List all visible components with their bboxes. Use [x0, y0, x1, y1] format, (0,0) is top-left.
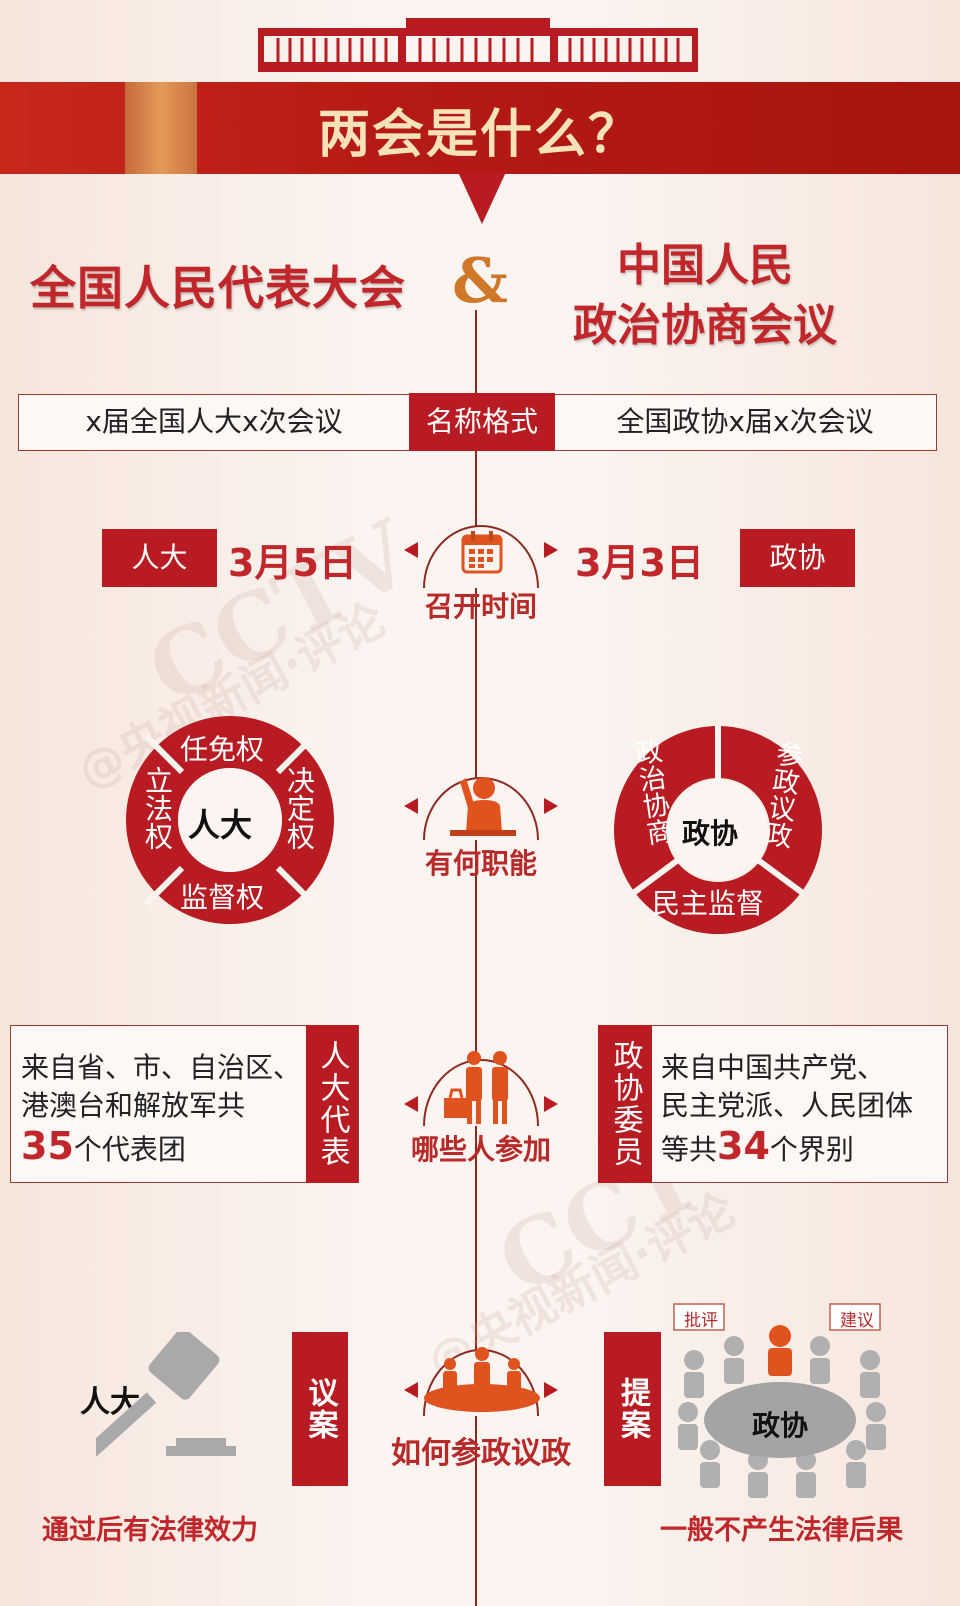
npc-delegation-count: 35	[21, 1124, 74, 1168]
meeting-time-label: 召开时间	[424, 590, 537, 623]
cppcc-title-line2: 政治协商会议	[573, 300, 837, 351]
cppcc-participants-box: 政协委员 来自中国共产党、 民主党派、人民团体 等共34个界别	[598, 1025, 948, 1183]
cppcc-participants-line2: 民主党派、人民团体	[661, 1089, 914, 1122]
center-divider	[475, 310, 477, 1606]
gavel-icon	[96, 1332, 236, 1458]
participation-label: 如何参政议政	[391, 1436, 571, 1471]
npc-participants-line2: 港澳台和解放军共	[21, 1089, 246, 1122]
cppcc-function-oversight: 民主监督	[652, 887, 765, 920]
great-hall-icon	[258, 18, 698, 72]
npc-participants-line1: 来自省、市、自治区、	[21, 1051, 302, 1084]
cppcc-ring-center: 政协	[682, 817, 739, 850]
npc-date: 3月5日	[228, 541, 357, 585]
cppcc-sectors-suffix: 个界别	[769, 1133, 854, 1166]
npc-function-legislation: 立法权	[141, 766, 174, 850]
npc-deputies-tag: 人大代表	[306, 1025, 358, 1183]
delegates-icon	[444, 1051, 508, 1124]
npc-function-decision: 决定权	[283, 766, 316, 850]
huabiao-pillar-decoration	[125, 82, 197, 174]
npc-motion-result: 通过后有法律效力	[42, 1515, 258, 1546]
participants-label: 哪些人参加	[410, 1133, 551, 1166]
npc-name-format: x届全国人大x次会议	[85, 405, 343, 438]
cppcc-participants-line3: 等共34个界别	[661, 1126, 854, 1170]
round-table-icon	[424, 1347, 540, 1412]
npc-functions-ring	[126, 716, 334, 924]
name-format-row: x届全国人大x次会议 名称格式 全国政协x届x次会议	[18, 393, 937, 451]
cppcc-sector-count: 34	[717, 1124, 770, 1168]
suggestion-bubble: 建议	[840, 1311, 874, 1331]
cppcc-title-line1: 中国人民	[617, 240, 793, 291]
criticism-bubble: 批评	[684, 1311, 718, 1331]
npc-function-supervision: 监督权	[180, 881, 265, 914]
cppcc-proposal-result: 一般不产生法律后果	[660, 1515, 903, 1546]
cppcc-functions-ring	[614, 724, 822, 934]
npc-title: 全国人民代表大会	[30, 261, 406, 315]
page-title: 两会是什么？	[317, 104, 642, 165]
calendar-icon	[461, 531, 503, 574]
cppcc-tag: 政协	[740, 529, 855, 587]
conference-table-icon	[673, 1303, 886, 1498]
npc-function-appointment: 任免权	[180, 733, 265, 766]
cppcc-date: 3月3日	[575, 541, 704, 585]
cppcc-name-format: 全国政协x届x次会议	[616, 405, 874, 438]
cppcc-participants-line1: 来自中国共产党、	[661, 1051, 886, 1084]
pointer-triangle	[458, 172, 506, 224]
cppcc-title: 中国人民 政治协商会议	[540, 236, 870, 356]
cppcc-table-label: 政协	[751, 1409, 808, 1442]
npc-delegation-suffix: 个代表团	[73, 1133, 186, 1166]
name-format-label: 名称格式	[409, 393, 555, 451]
npc-ring-center: 人大	[188, 806, 253, 844]
cppcc-sectors-prefix: 等共	[661, 1133, 718, 1166]
npc-tag: 人大	[102, 529, 217, 587]
cppcc-proposal-tag: 提案	[604, 1332, 661, 1486]
cppcc-members-tag: 政协委员	[598, 1025, 652, 1183]
raised-hand-person-icon	[450, 777, 516, 836]
functions-label: 有何职能	[424, 847, 537, 880]
npc-participants-line3: 35个代表团	[21, 1126, 186, 1170]
npc-participants-box: 来自省、市、自治区、 港澳台和解放军共 35个代表团 人大代表	[10, 1025, 359, 1183]
ampersand: &	[452, 244, 508, 317]
npc-motion-tag: 议案	[292, 1332, 348, 1486]
